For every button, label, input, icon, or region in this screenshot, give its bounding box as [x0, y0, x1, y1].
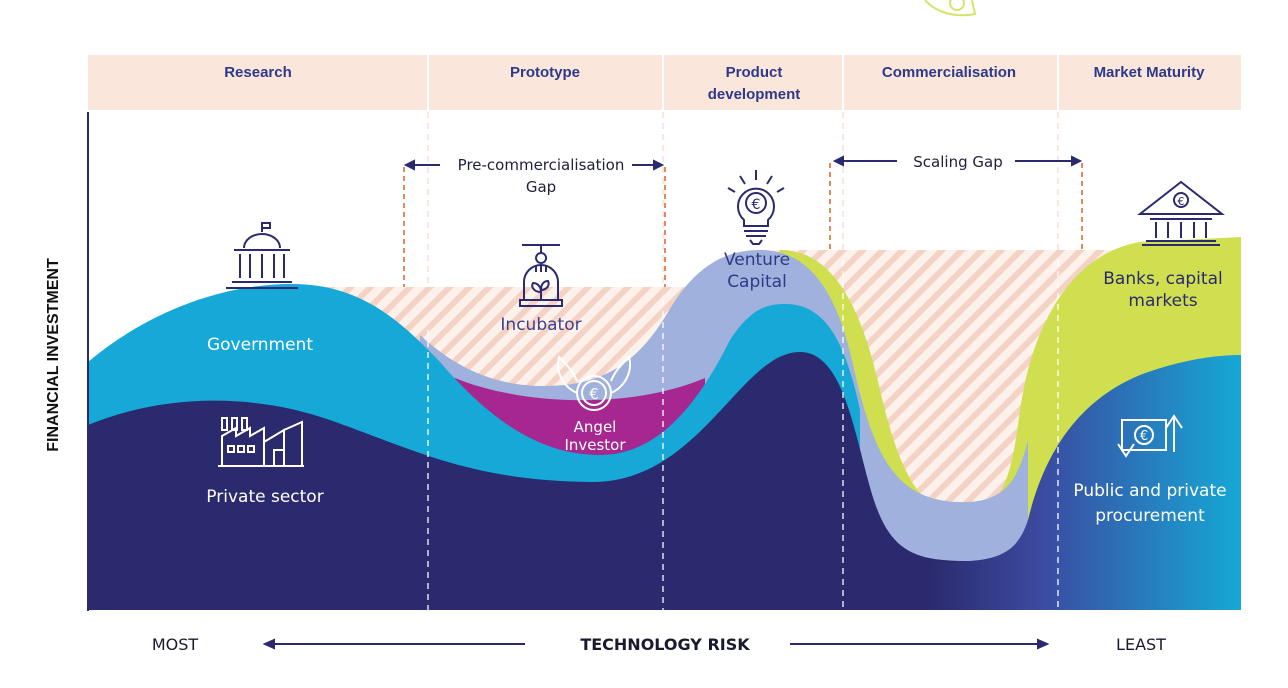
incubator-icon — [519, 244, 563, 307]
bank-icon: € — [1137, 180, 1225, 246]
lightbulb-euro-icon: € — [727, 170, 785, 245]
svg-text:€: € — [1140, 429, 1148, 444]
risk-right-arrow — [790, 638, 1050, 650]
incubator-label: Incubator — [500, 315, 581, 335]
private-sector-area — [88, 352, 1030, 610]
y-axis-label: FINANCIAL INVESTMENT — [45, 258, 62, 452]
stage-market-maturity: Market Maturity — [1094, 64, 1206, 81]
banks-label-line1: Banks, capital — [1103, 269, 1222, 289]
stage-product-development-line1: Product — [726, 64, 783, 81]
svg-text:€: € — [589, 385, 599, 403]
stage-product-development-line2: development — [708, 86, 801, 103]
svg-text:€: € — [1178, 195, 1185, 208]
factory-icon — [218, 417, 304, 467]
stage-header-dividers — [427, 55, 1059, 110]
pre-commercialisation-gap-label-line1: Pre-commercialisation — [458, 156, 625, 174]
column-guides — [427, 112, 1059, 300]
risk-most-label: MOST — [152, 635, 199, 654]
technology-risk-label: TECHNOLOGY RISK — [580, 635, 750, 654]
stage-dividers — [427, 260, 1059, 610]
procurement-label-line1: Public and private — [1073, 481, 1226, 501]
scaling-gap-label: Scaling Gap — [913, 153, 1002, 171]
gap-arrows — [403, 155, 1083, 171]
stage-commercialisation: Commercialisation — [882, 64, 1016, 81]
procurement-area — [930, 355, 1241, 610]
venture-capital-label-line2: Capital — [727, 272, 787, 292]
government-label: Government — [207, 335, 313, 355]
procurement-money-icon: € — [1117, 414, 1183, 458]
angel-coin-icon: € — [557, 355, 631, 411]
stage-research: Research — [224, 64, 292, 81]
svg-text:€: € — [752, 197, 761, 213]
risk-least-label: LEAST — [1116, 635, 1166, 654]
logo-fragment-icon — [924, 0, 977, 17]
government-building-icon — [226, 222, 298, 289]
pre-commercialisation-gap-label-line2: Gap — [526, 178, 556, 196]
procurement-label-line2: procurement — [1095, 506, 1205, 526]
angel-investor-label-line1: Angel — [574, 418, 617, 436]
stage-prototype: Prototype — [510, 64, 580, 81]
venture-capital-label-line1: Venture — [724, 250, 790, 270]
gap-markers — [403, 163, 1083, 287]
risk-left-arrow — [262, 638, 525, 650]
banks-label-line2: markets — [1128, 291, 1197, 311]
private-sector-label: Private sector — [206, 487, 323, 507]
angel-investor-label-line2: Investor — [564, 436, 626, 454]
stage-header-band — [88, 55, 1241, 110]
